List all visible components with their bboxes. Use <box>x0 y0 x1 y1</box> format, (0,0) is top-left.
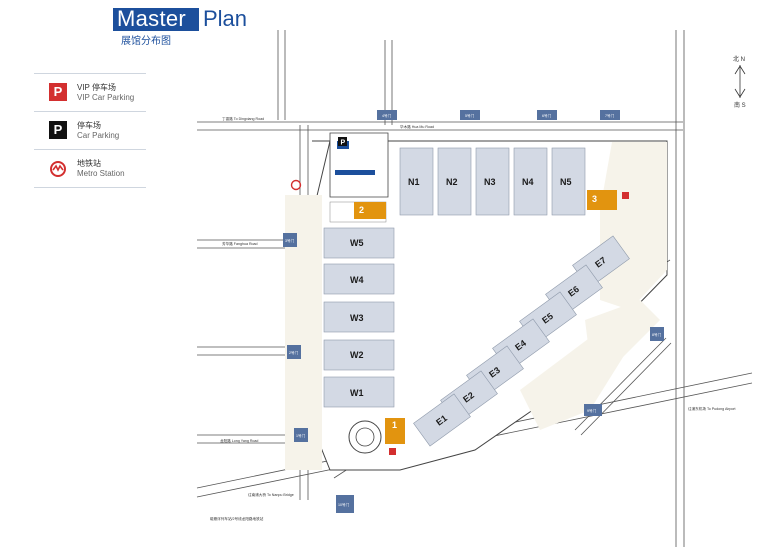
svg-text:芳华路 Fanghua Road: 芳华路 Fanghua Road <box>222 241 258 246</box>
svg-text:4号门: 4号门 <box>382 113 392 118</box>
gate-3[interactable]: 3号门 <box>283 233 297 247</box>
gate-4[interactable]: 4号门 <box>377 110 397 120</box>
legend: P VIP 停车场 VIP Car Parking P 停车场 Car Park… <box>34 73 146 188</box>
hall-w3[interactable] <box>323 301 395 333</box>
gate-6[interactable]: 6号门 <box>537 110 557 120</box>
svg-text:P: P <box>341 140 346 147</box>
page-title: Master <box>117 6 187 31</box>
hall-label-w4: W4 <box>350 275 364 285</box>
hall-label-w1: W1 <box>350 388 364 398</box>
svg-text:3: 3 <box>592 194 597 204</box>
svg-text:南 S: 南 S <box>734 101 746 109</box>
svg-text:往南浦大桥 To Nanpu Bridge: 往南浦大桥 To Nanpu Bridge <box>248 492 294 497</box>
gate-10[interactable]: 10号门 <box>336 495 354 513</box>
vip-parking-markers <box>389 192 629 455</box>
legend-label-cn: 停车场 <box>77 121 101 130</box>
entrance-halls: 2 3 1 <box>329 190 617 444</box>
hall-e1[interactable] <box>413 393 471 447</box>
hall-n4[interactable] <box>513 147 548 216</box>
hall-label-n3: N3 <box>484 177 496 187</box>
svg-text:1: 1 <box>392 420 397 430</box>
svg-text:龙阳路 Long Yang Road: 龙阳路 Long Yang Road <box>220 438 258 443</box>
legend-label-cn: 地铁站 <box>77 159 101 168</box>
legend-item-metro: 地铁站 Metro Station <box>34 150 146 188</box>
svg-text:5号门: 5号门 <box>465 113 475 118</box>
vip-parking-icon: P <box>49 83 67 101</box>
hall-n3[interactable] <box>475 147 510 216</box>
gate-7[interactable]: 7号门 <box>600 110 620 120</box>
hall-w1[interactable] <box>323 376 395 408</box>
svg-text:华木路 Hua Mu Road: 华木路 Hua Mu Road <box>400 124 434 129</box>
entrance-3[interactable] <box>587 190 617 210</box>
svg-text:10号门: 10号门 <box>338 502 350 507</box>
gate-9[interactable]: 9号门 <box>584 404 602 416</box>
gate-1[interactable]: 1号门 <box>294 428 308 442</box>
gate-8[interactable]: 8号门 <box>650 327 664 341</box>
hall-label-w3: W3 <box>350 313 364 323</box>
svg-text:3号门: 3号门 <box>285 238 295 243</box>
legend-label-en: Car Parking <box>77 131 120 140</box>
svg-text:6号门: 6号门 <box>542 113 552 118</box>
hall-n2[interactable] <box>437 147 472 216</box>
parking-lot-north: P <box>290 132 389 198</box>
compass: 北 N 南 S <box>733 55 746 109</box>
roundabout <box>348 420 382 454</box>
hall-w2[interactable] <box>323 339 395 371</box>
hall-n5[interactable] <box>551 147 586 216</box>
title-background <box>113 8 199 31</box>
hall-label-n2: N2 <box>446 177 458 187</box>
svg-text:9号门: 9号门 <box>587 408 597 413</box>
legend-item-vip-parking: P VIP 停车场 VIP Car Parking <box>34 74 146 112</box>
gates: 4号门 5号门 6号门 7号门 3号门 2号门 1号门 8号门 9号门 10号门 <box>283 110 664 513</box>
svg-text:7号门: 7号门 <box>605 113 615 118</box>
svg-text:2号门: 2号门 <box>289 350 299 355</box>
legend-label-en: Metro Station <box>77 169 125 178</box>
hall-label-n4: N4 <box>522 177 534 187</box>
hall-label-w5: W5 <box>350 238 364 248</box>
gate-2[interactable]: 2号门 <box>287 345 301 359</box>
svg-text:1号门: 1号门 <box>296 433 306 438</box>
hall-label-n1: N1 <box>408 177 420 187</box>
entrance-2[interactable] <box>354 202 386 219</box>
svg-text:往浦东机场 To Pudong Airport: 往浦东机场 To Pudong Airport <box>688 406 736 411</box>
parking-icon: P <box>49 121 67 139</box>
legend-label-en: VIP Car Parking <box>77 93 135 102</box>
hall-label-n5: N5 <box>560 177 572 187</box>
hall-label-w2: W2 <box>350 350 364 360</box>
svg-text:2: 2 <box>359 205 364 215</box>
page-subtitle: 展馆分布图 <box>121 36 171 47</box>
gate-5[interactable]: 5号门 <box>460 110 480 120</box>
legend-label-cn: VIP 停车场 <box>77 83 116 92</box>
east-halls: E7 E6 E5 E4 E3 E2 E1 <box>413 235 630 447</box>
road-labels: 华木路 Hua Mu Road 丁香路 To Dingxiang Road 芳华… <box>210 116 736 521</box>
title-bar: Master Plan <box>113 6 313 31</box>
entrance-1[interactable] <box>385 418 405 444</box>
svg-text:丁香路 To Dingxiang Road: 丁香路 To Dingxiang Road <box>222 116 264 121</box>
legend-item-parking: P 停车场 Car Parking <box>34 112 146 150</box>
west-halls: W5 W4 W3 W2 W1 <box>323 227 395 408</box>
svg-text:8号门: 8号门 <box>652 332 662 337</box>
north-halls: N1 N2 N3 N4 N5 <box>399 147 586 216</box>
metro-icon <box>48 159 66 177</box>
hall-w4[interactable] <box>323 263 395 295</box>
page-title-accent: Plan <box>203 6 248 31</box>
svg-text:磁悬浮列车站/2号线龙阳路地铁站: 磁悬浮列车站/2号线龙阳路地铁站 <box>210 516 264 521</box>
hall-w5[interactable] <box>323 227 395 259</box>
hall-n1[interactable] <box>399 147 434 216</box>
svg-text:北 N: 北 N <box>733 55 745 63</box>
